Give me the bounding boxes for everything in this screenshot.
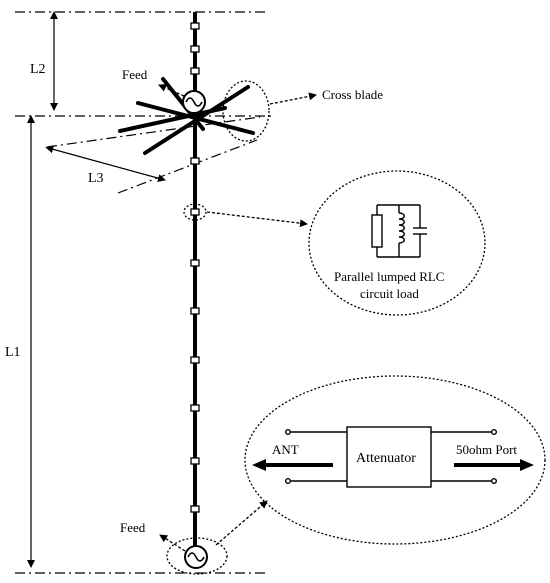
bottom-feed-highlight — [166, 537, 228, 575]
blade-reference-line-upper — [46, 116, 261, 148]
attenuator-box — [346, 426, 432, 488]
sine-icon — [187, 552, 205, 562]
l3-dimension-arrow — [45, 145, 166, 183]
inductor-icon — [398, 212, 405, 244]
rlc-label-line1: Parallel lumped RLC — [334, 269, 444, 284]
load-segment — [190, 307, 200, 315]
cross-blade-label: Cross blade — [322, 87, 383, 102]
resistor-icon — [371, 214, 383, 248]
load-segment — [190, 208, 200, 216]
terminal-icon — [285, 429, 292, 436]
attenuator-callout-arrow — [215, 500, 268, 546]
attenuator-detail-bubble — [244, 375, 546, 545]
feed-top-label: Feed — [122, 67, 148, 82]
load-segment — [190, 22, 200, 30]
rlc-load-highlight — [183, 203, 207, 221]
l3-label: L3 — [88, 171, 104, 186]
terminal-icon — [491, 478, 498, 485]
load-segment — [190, 157, 200, 165]
l2-label: L2 — [30, 62, 46, 77]
load-segment — [190, 45, 200, 53]
port-arrow-icon — [454, 459, 534, 471]
load-segments — [190, 22, 200, 513]
load-segment — [190, 356, 200, 364]
sine-icon — [185, 97, 203, 107]
ant-arrow-icon — [252, 459, 333, 471]
rlc-detail-bubble — [308, 170, 486, 316]
l1-label: L1 — [5, 345, 21, 360]
rlc-label-line2: circuit load — [360, 286, 419, 301]
attenuator-label: Attenuator — [356, 451, 416, 466]
terminal-icon — [285, 478, 292, 485]
feed-bottom-label: Feed — [120, 520, 146, 535]
feed-top-arrow — [158, 84, 185, 97]
load-segment — [190, 259, 200, 267]
load-segment — [190, 404, 200, 412]
feed-bottom-arrow — [159, 534, 186, 552]
ant-label: ANT — [272, 442, 299, 457]
load-segment — [190, 67, 200, 75]
cross-blade-highlight — [222, 80, 270, 142]
port-label: 50ohm Port — [456, 442, 517, 457]
cross-blade-callout-arrow — [269, 92, 317, 105]
load-segment — [190, 505, 200, 513]
rlc-circuit-icon — [371, 204, 427, 258]
terminal-icon — [491, 429, 498, 436]
rlc-callout-arrow — [206, 211, 308, 228]
blade-reference-line-lower — [117, 139, 258, 194]
attenuator-circuit — [285, 426, 498, 488]
load-segment — [190, 457, 200, 465]
